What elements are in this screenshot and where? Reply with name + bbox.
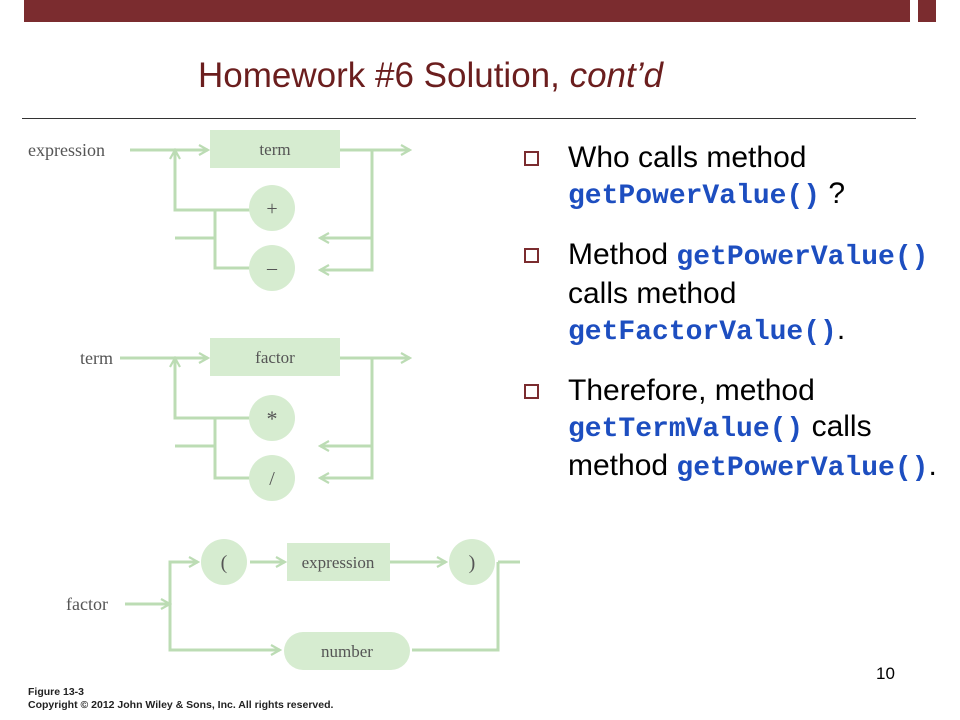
lparen-label: ( <box>221 552 228 574</box>
expression-box <box>287 543 390 581</box>
bullet-code: getPowerValue() <box>676 453 929 484</box>
term-box-label: term <box>259 140 290 159</box>
bullet-list: Who calls method getPowerValue() ? Metho… <box>520 140 940 509</box>
times-node <box>249 395 295 441</box>
figure-caption: Figure 13-3 Copyright © 2012 John Wiley … <box>28 686 333 712</box>
number-box-label: number <box>321 642 373 661</box>
minus-node <box>249 245 295 291</box>
times-label: * <box>267 406 278 431</box>
expression-rule-label: expression <box>28 140 105 160</box>
syntax-diagram: expression term + – term factor * / fact… <box>28 130 520 670</box>
bullet-code: getPowerValue() <box>676 242 929 273</box>
top-accent-bar <box>24 0 910 22</box>
rparen-node <box>449 539 495 585</box>
copyright-notice: Copyright © 2012 John Wiley & Sons, Inc.… <box>28 699 334 711</box>
bullet-text: Who calls method <box>568 141 807 174</box>
page-number: 10 <box>876 664 895 683</box>
plus-node <box>249 185 295 231</box>
bullet-text: calls method <box>568 277 737 310</box>
plus-label: + <box>266 198 277 220</box>
slide-title: Homework #6 Solution, cont’d <box>198 56 663 96</box>
bullet-text: ? <box>820 177 846 210</box>
bullet-text: . <box>836 313 846 346</box>
divide-label: / <box>269 468 275 490</box>
square-bullet-icon <box>524 151 539 166</box>
bullet-item: Method getPowerValue() calls method getF… <box>520 237 940 351</box>
bullet-text: . <box>928 449 937 482</box>
title-rule <box>22 118 916 119</box>
top-accent-square <box>918 0 936 22</box>
bullet-text: Method <box>568 238 677 271</box>
square-bullet-icon <box>524 248 539 263</box>
bullet-item: Who calls method getPowerValue() ? <box>520 140 940 215</box>
bullet-item: Therefore, method getTermValue() calls m… <box>520 373 940 487</box>
title-italic: cont’d <box>569 56 663 95</box>
figure-label: Figure 13-3 <box>28 686 85 698</box>
bullet-text: calls method <box>568 410 872 482</box>
factor-box-label: factor <box>255 348 295 367</box>
rparen-label: ) <box>469 552 476 574</box>
title-main: Homework #6 Solution, <box>198 56 570 95</box>
square-bullet-icon <box>524 384 539 399</box>
bullet-code: getPowerValue() <box>568 181 821 212</box>
bullet-code: getFactorValue() <box>568 317 837 348</box>
factor-rule-label: factor <box>66 594 108 614</box>
minus-label: – <box>266 257 278 279</box>
divide-node <box>249 455 295 501</box>
lparen-node <box>201 539 247 585</box>
expression-box-label: expression <box>302 553 375 572</box>
factor-box <box>210 338 340 376</box>
bullet-code: getTermValue() <box>568 414 804 445</box>
bullet-text: Therefore, method <box>568 374 815 407</box>
number-box <box>284 632 410 670</box>
term-box <box>210 130 340 168</box>
term-rule-label: term <box>80 348 113 368</box>
